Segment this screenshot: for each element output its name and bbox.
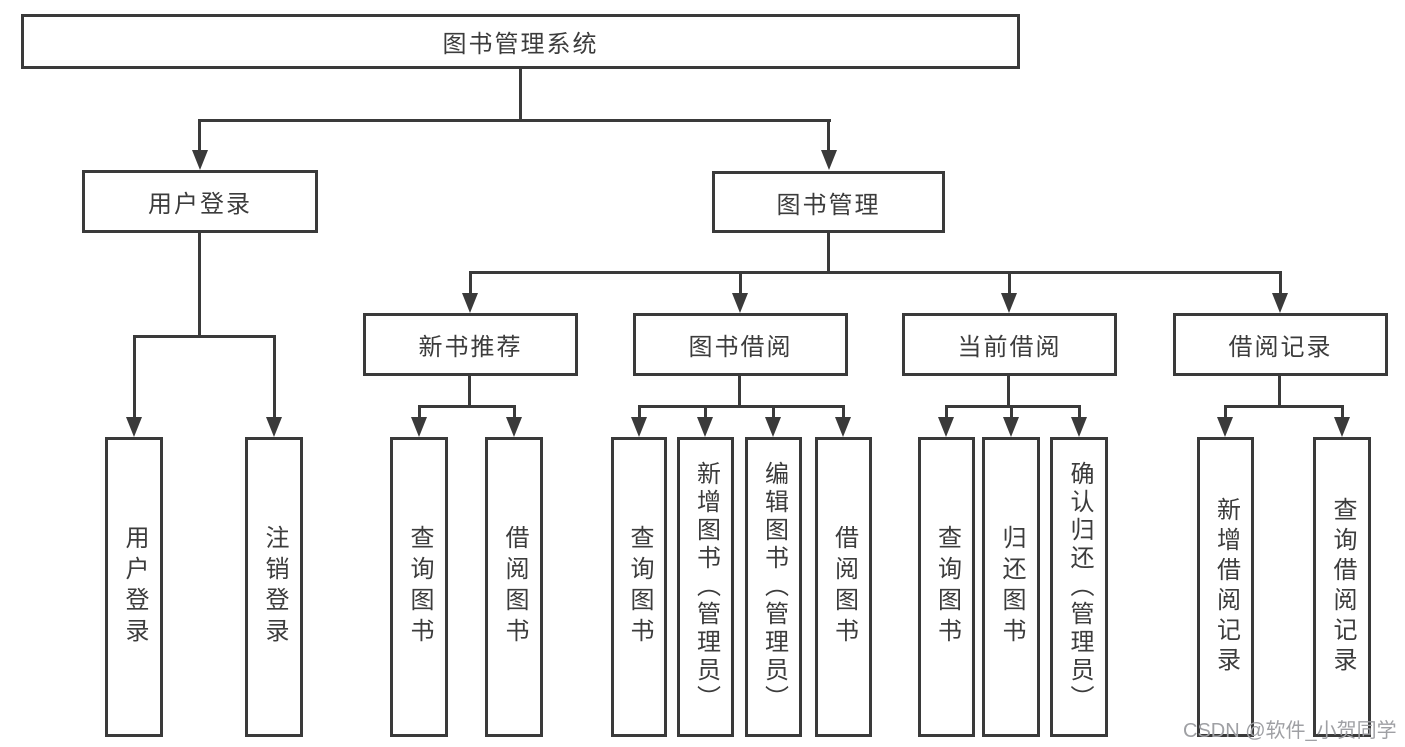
csdn-watermark: CSDN @软件_小贺同学 [1183,720,1397,742]
connector-line [1008,271,1011,297]
node-library-system: 图书管理系统 [21,14,1020,69]
node-label: 新增借阅记录 [1212,497,1240,677]
connector-arrow [1334,417,1350,437]
node-label: 查询借阅记录 [1329,497,1356,677]
connector-line [946,405,1081,408]
node-label: 编辑图书（管理员） [760,461,788,713]
node-label: 确认归还（管理员） [1066,461,1093,713]
node-label: 借阅图书 [501,525,528,649]
node-book-borrowing: 图书借阅 [633,313,848,376]
connector-line [1078,405,1081,422]
node-label: 用户登录 [148,191,252,218]
connector-line [945,405,948,422]
node-label: 注销登录 [261,525,288,649]
connector-arrow [765,417,781,437]
connector-arrow [1001,293,1017,313]
connector-arrow [192,150,208,170]
node-user-login: 用户登录 [82,170,318,233]
connector-line [1224,405,1227,422]
node-label: 当前借阅 [957,334,1062,361]
leaf-logout: 注销登录 [245,437,303,737]
connector-arrow [411,417,427,437]
connector-line [419,405,516,408]
connector-line [418,405,421,422]
node-book-management: 图书管理 [712,171,945,233]
connector-arrow [938,417,954,437]
leaf-borrow-add-books-admin: 新增图书（管理员） [677,437,734,737]
connector-line [772,405,775,422]
leaf-user-login: 用户登录 [105,437,163,737]
connector-line [133,335,136,422]
leaf-current-confirm-return-admin: 确认归还（管理员） [1050,437,1108,737]
connector-line [1341,405,1344,422]
connector-arrow [732,293,748,313]
node-label: 图书管理系统 [442,31,599,58]
node-label: 新增图书（管理员） [692,461,720,713]
leaf-borrow-query-books: 查询图书 [611,437,667,737]
leaf-query-borrow-record: 查询借阅记录 [1313,437,1371,737]
connector-arrow [1272,293,1288,313]
node-new-book-recommend: 新书推荐 [363,313,578,376]
connector-line [827,119,830,155]
leaf-borrow-borrow-books: 借阅图书 [815,437,872,737]
connector-arrow [1217,417,1233,437]
connector-arrow [835,417,851,437]
connector-line [842,405,845,422]
leaf-add-borrow-record: 新增借阅记录 [1197,437,1254,737]
connector-line [134,335,276,338]
node-label: 新书推荐 [418,334,523,361]
connector-arrow [1003,417,1019,437]
connector-arrow [462,293,478,313]
leaf-borrow-edit-books-admin: 编辑图书（管理员） [745,437,802,737]
connector-line [704,405,707,422]
node-label: 用户登录 [121,525,148,649]
connector-line [198,233,201,335]
connector-arrow [266,417,282,437]
node-label: 查询图书 [933,525,961,649]
node-label: 归还图书 [998,525,1025,649]
node-label: 图书借阅 [688,334,793,361]
node-current-borrowing: 当前借阅 [902,313,1117,376]
connector-line [273,335,276,422]
connector-line [199,119,831,122]
node-label: 借阅记录 [1228,334,1333,361]
node-label: 借阅图书 [830,525,858,649]
connector-line [638,405,641,422]
connector-line [1225,405,1343,408]
connector-arrow [697,417,713,437]
node-label: 图书管理 [776,191,881,219]
connector-arrow [821,150,837,170]
leaf-current-query-books: 查询图书 [918,437,975,737]
leaf-newbook-borrow-books: 借阅图书 [485,437,543,737]
connector-line [198,119,201,155]
node-label: 查询图书 [626,525,653,649]
connector-arrow [631,417,647,437]
connector-line [739,271,742,297]
connector-line [468,376,471,405]
connector-line [469,271,472,297]
connector-line [827,233,830,271]
connector-line [513,405,516,422]
connector-line [1010,405,1013,422]
leaf-current-return-books: 归还图书 [982,437,1040,737]
connector-line [738,376,741,405]
leaf-newbook-query-books: 查询图书 [390,437,448,737]
connector-arrow [126,417,142,437]
connector-line [519,69,522,119]
connector-line [470,271,1281,274]
connector-line [1007,376,1010,405]
connector-arrow [1071,417,1087,437]
connector-line [639,405,845,408]
node-label: 查询图书 [406,525,433,649]
connector-line [1279,271,1282,297]
connector-line [1278,376,1281,405]
node-borrowing-records: 借阅记录 [1173,313,1388,376]
connector-arrow [506,417,522,437]
